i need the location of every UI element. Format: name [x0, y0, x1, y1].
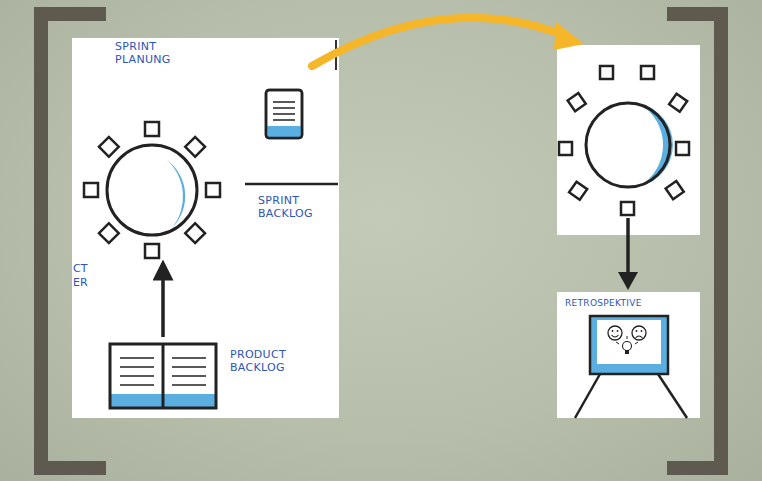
- book-icon: PRODUCT BACKLOG: [108, 340, 218, 410]
- retrospective-box-outline: [557, 292, 700, 418]
- sketch-panel: [72, 38, 339, 418]
- flow-arrow: [618, 218, 638, 290]
- retrospective-box: RETROSPEKTIVE: [557, 292, 700, 418]
- meeting-table-outline: [82, 120, 222, 260]
- book-icon-outline: [108, 340, 218, 410]
- meeting-table: SPRINT PLANUNG: [82, 120, 222, 260]
- transition-arrow: [312, 18, 584, 66]
- document-icon-outline: [262, 88, 306, 140]
- node-heading: SPRINT PLANUNG: [115, 40, 185, 66]
- meeting-table: [559, 66, 689, 215]
- node-heading: SPRINT BACKLOG: [258, 194, 330, 220]
- document-icon: SPRINT BACKLOG: [262, 88, 306, 140]
- flow-arrow: [161, 263, 165, 337]
- node-heading: RETROSPEKTIVE: [565, 298, 695, 309]
- node-heading: PRODUCT BACKLOG: [230, 348, 304, 374]
- sketch-panel: [557, 45, 700, 235]
- shelf-line: [245, 183, 338, 186]
- cut-off-label: CT ER: [73, 262, 99, 290]
